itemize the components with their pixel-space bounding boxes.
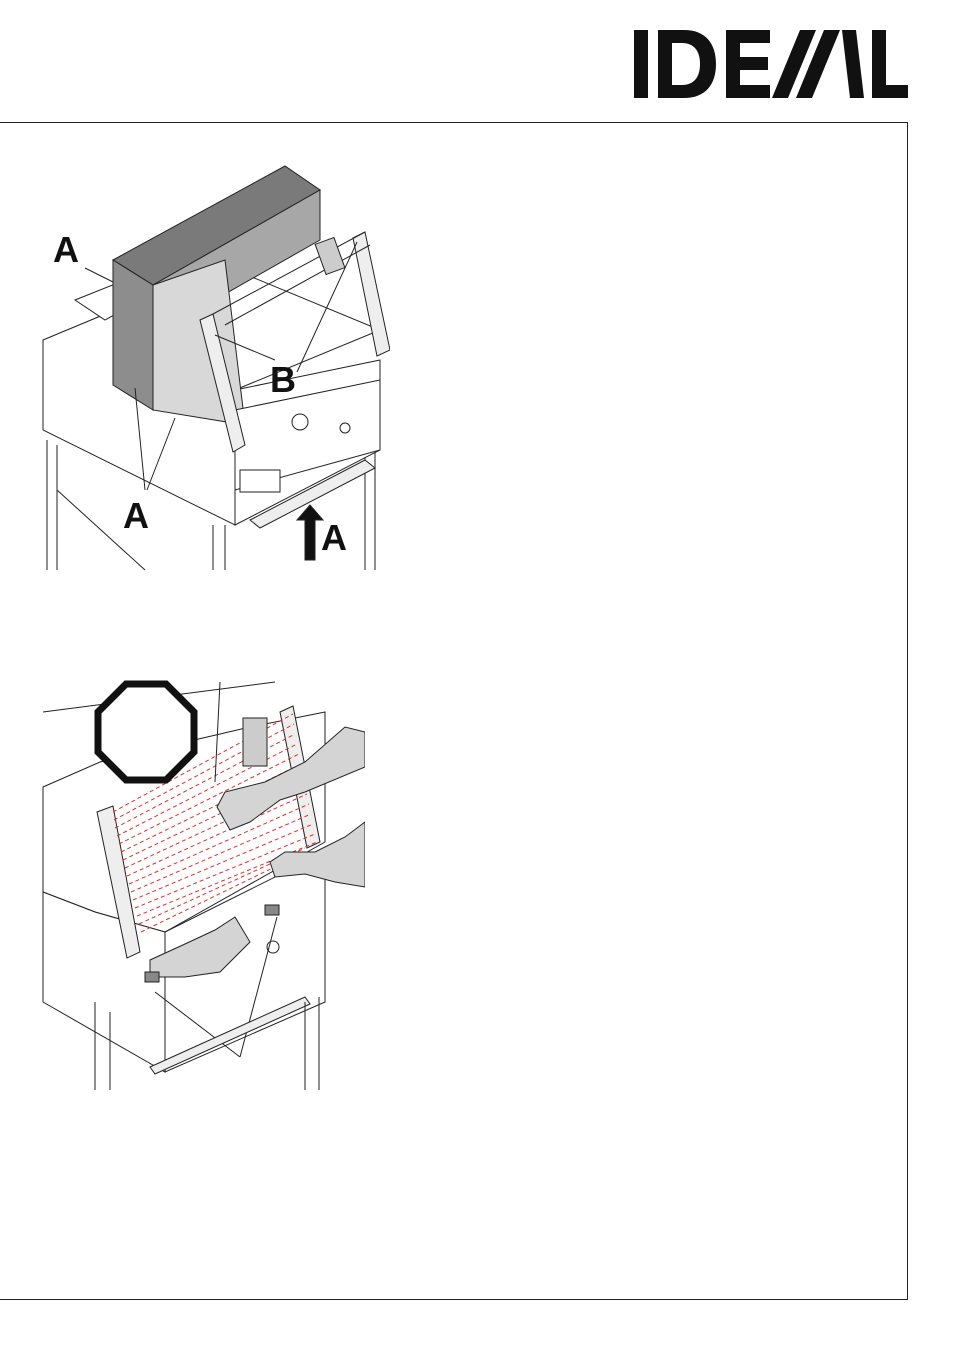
callout-b: B xyxy=(270,359,296,400)
page-frame-right xyxy=(907,122,908,1300)
callout-a-top: A xyxy=(53,229,79,270)
callout-a-bottom: A xyxy=(123,495,149,536)
cutter-covers-illustration: A B A A xyxy=(35,160,390,572)
page-frame-bottom xyxy=(0,1299,908,1300)
stop-sign-icon xyxy=(98,684,194,780)
page-frame-top xyxy=(0,122,908,123)
callout-a-arrow: A xyxy=(321,517,347,558)
ideal-logo xyxy=(632,28,908,100)
light-curtain-illustration xyxy=(35,672,365,1092)
